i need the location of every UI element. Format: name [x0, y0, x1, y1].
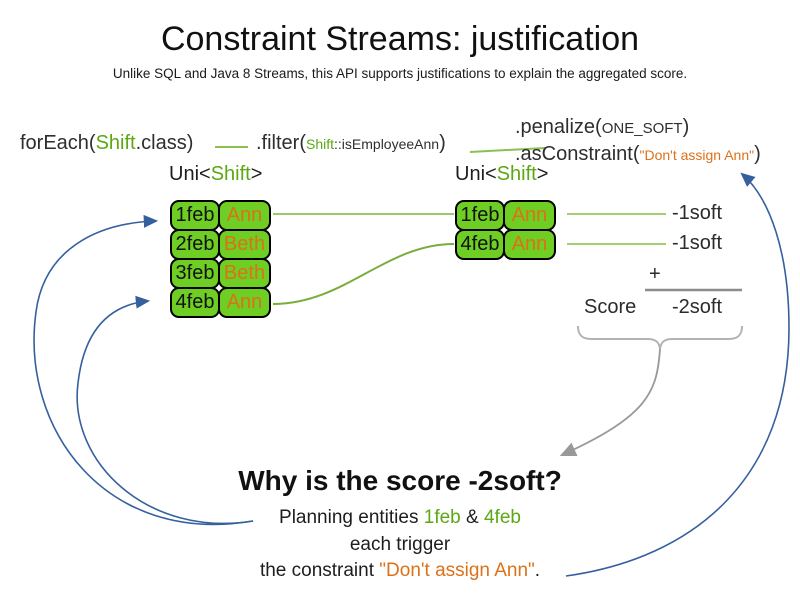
type-label-right: Uni<Shift> [455, 163, 549, 185]
brace-to-why-arrow [559, 348, 661, 457]
right-shift-table: 1feb Ann 4feb Ann [455, 200, 556, 260]
match-line-4feb [272, 243, 455, 305]
shift-employee-cell: Ann [218, 287, 271, 318]
score-brace [577, 325, 743, 350]
code-filter: .filter(Shift::isEmployeeAnn) [256, 132, 446, 155]
code-penalize: .penalize(ONE_SOFT) [515, 116, 689, 139]
shift-date-cell: 4feb [170, 287, 220, 318]
code-asconstraint-pre: .asConstraint( [515, 143, 640, 165]
why-line-1: Planning entities 1feb & 4feb [279, 507, 521, 528]
score-label: Score [584, 296, 637, 318]
code-asconstraint: .asConstraint("Don't assign Ann") [515, 143, 761, 166]
code-foreach: forEach(Shift.class) [20, 132, 193, 155]
entity-1feb: 1feb [423, 507, 461, 528]
why-heading: Why is the score -2soft? [238, 465, 562, 496]
code-penalize-pre: .penalize( [515, 116, 602, 138]
code-filter-arg-class: Shift [306, 136, 335, 152]
table-row: 3feb Beth [170, 258, 271, 289]
code-penalize-post: ) [682, 116, 690, 138]
table-row: 4feb Ann [455, 229, 556, 260]
code-asconstraint-arg: "Don't assign Ann" [639, 147, 755, 163]
left-shift-table: 1feb Ann 2feb Beth 3feb Beth 4feb Ann [170, 200, 271, 318]
shift-employee-cell: Beth [218, 229, 271, 260]
code-filter-post: ) [439, 132, 446, 154]
code-foreach-class: Shift [95, 132, 136, 154]
score-total: -2soft [672, 296, 723, 318]
shift-date-cell: 3feb [170, 258, 220, 289]
constraint-name: "Don't assign Ann" [379, 560, 535, 581]
table-row: 4feb Ann [170, 287, 271, 318]
shift-employee-cell: Ann [218, 200, 271, 231]
match-score-1: -1soft [672, 202, 723, 224]
type-label-left: Uni<Shift> [169, 163, 263, 185]
page-title: Constraint Streams: justification [160, 20, 640, 58]
code-penalize-arg: ONE_SOFT [601, 120, 683, 137]
shift-date-cell: 2feb [170, 229, 220, 260]
table-row: 1feb Ann [455, 200, 556, 231]
shift-date-cell: 1feb [170, 200, 220, 231]
entity-4feb: 4feb [483, 507, 521, 528]
shift-date-cell: 1feb [455, 200, 505, 231]
code-foreach-pre: forEach( [20, 132, 96, 154]
shift-date-cell: 4feb [455, 229, 505, 260]
why-block: Why is the score -2soft? Planning entiti… [0, 465, 800, 585]
code-asconstraint-post: ) [754, 143, 761, 165]
table-row: 1feb Ann [170, 200, 271, 231]
why-line-3: the constraint "Don't assign Ann". [259, 560, 541, 581]
match-score-2: -1soft [672, 232, 723, 254]
shift-employee-cell: Ann [503, 229, 556, 260]
shift-employee-cell: Beth [218, 258, 271, 289]
why-line-2: each trigger [349, 533, 451, 555]
code-foreach-post: .class) [135, 132, 194, 154]
table-row: 2feb Beth [170, 229, 271, 260]
shift-employee-cell: Ann [503, 200, 556, 231]
page-subtitle: Unlike SQL and Java 8 Streams, this API … [112, 66, 688, 81]
code-filter-arg-rest: ::isEmployeeAnn [334, 136, 440, 152]
code-filter-pre: .filter( [256, 132, 306, 154]
plus-sign: + [649, 263, 661, 285]
